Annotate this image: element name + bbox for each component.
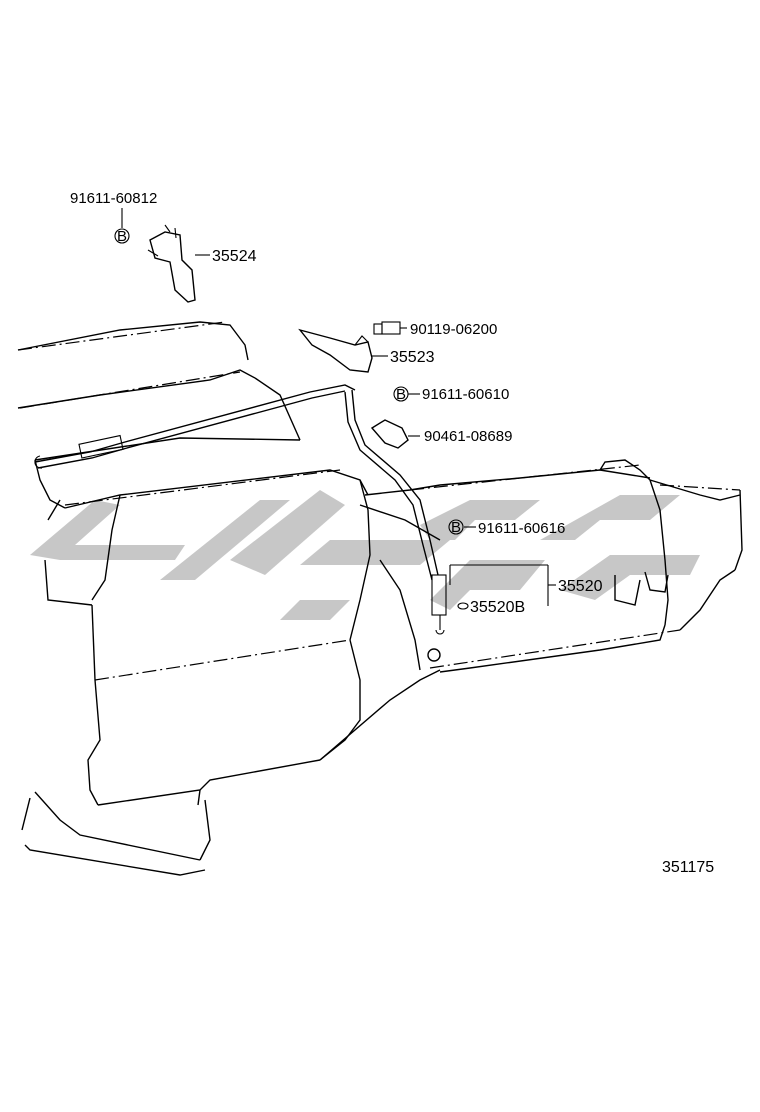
washer-35520b-icon: [457, 602, 469, 610]
part-label-90461-08689: 90461-08689: [424, 428, 512, 445]
part-label-35520b: 35520B: [470, 599, 525, 616]
figure-number: 351175: [662, 859, 714, 876]
marker-b-3: B: [448, 519, 464, 536]
leader-lines: [121, 208, 556, 606]
bracket-35524: [147, 224, 196, 303]
marker-b-2: B: [393, 386, 409, 403]
watermark-logo: [30, 490, 700, 620]
part-label-35520: 35520: [558, 578, 603, 595]
svg-text:B: B: [451, 519, 461, 536]
part-label-90119-06200: 90119-06200: [410, 321, 497, 338]
svg-text:B: B: [117, 228, 127, 245]
transmission-body: [17, 321, 743, 876]
part-label-91611-60812: 91611-60812: [70, 190, 157, 207]
shift-cable: [34, 384, 447, 635]
bolt-90119-06200: [373, 321, 407, 335]
clip-90461-08689: [370, 419, 420, 449]
part-label-35523: 35523: [390, 349, 435, 366]
part-label-35524: 35524: [212, 248, 257, 265]
marker-b-1: B: [114, 228, 130, 245]
part-label-91611-60616: 91611-60616: [478, 520, 565, 537]
bracket-35523: [298, 328, 373, 373]
svg-text:B: B: [396, 386, 406, 403]
part-label-91611-60610: 91611-60610: [422, 386, 509, 403]
